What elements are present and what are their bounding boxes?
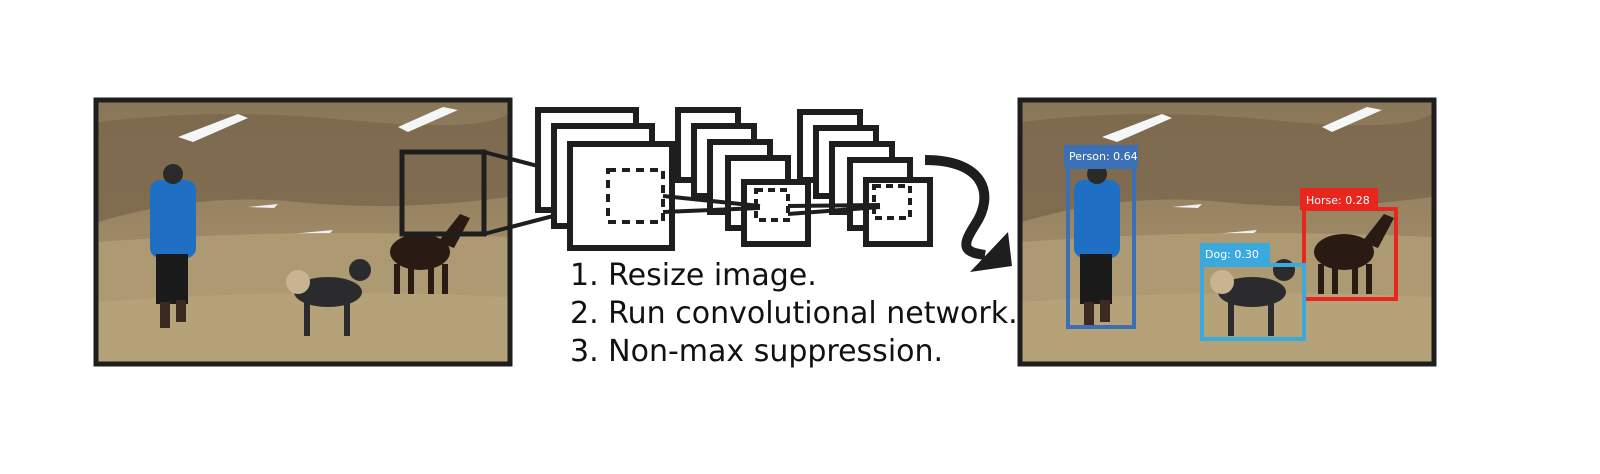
detection-person: Person: 0.64 [1064,145,1138,329]
conv-stack-3 [797,109,933,247]
conv-kernel-1 [606,168,665,224]
step-2-text: 2. Run convolutional network. [570,296,1018,331]
input-grid-cell [399,149,487,237]
detection-label-person: Person: 0.64 [1069,150,1138,163]
output-arrow [924,155,1012,272]
step-1-text: 1. Resize image. [570,258,817,293]
detection-horse: Horse: 0.28 [1300,188,1398,301]
step-3-text: 3. Non-max suppression. [570,334,944,369]
conv-stack-1 [535,107,675,251]
detection-label-dog: Dog: 0.30 [1205,248,1259,261]
conv-stack-2 [675,107,811,247]
output-image: Person: 0.64 Horse: 0.28 Dog: 0.30 [1017,97,1437,367]
detection-dog: Dog: 0.30 [1200,243,1306,341]
conv-network [535,107,933,251]
conv-connectors [662,194,881,216]
detection-label-horse: Horse: 0.28 [1306,194,1370,207]
input-image [93,97,513,367]
arrow-head-icon [970,232,1012,272]
conv-kernel-3 [872,184,912,220]
